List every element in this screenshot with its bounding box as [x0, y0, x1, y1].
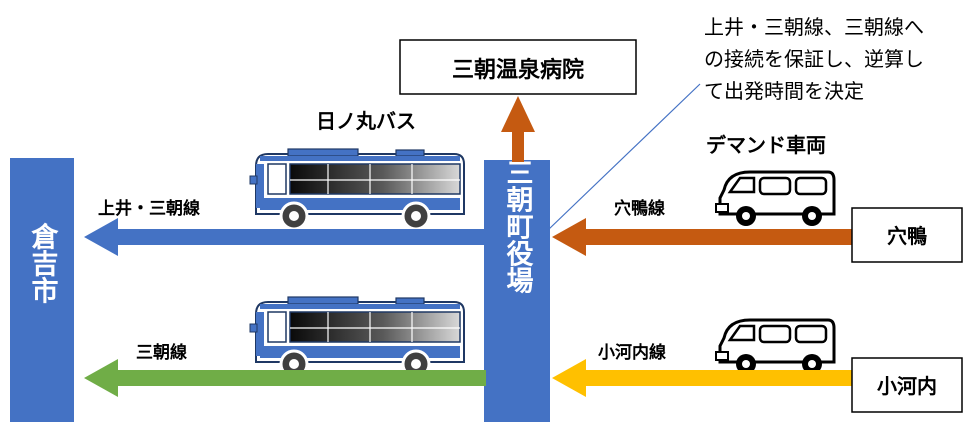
bus-icon — [248, 147, 466, 231]
misasa-label: 三朝線 — [136, 342, 187, 363]
anakamo-arrow — [552, 218, 852, 256]
van-icon — [714, 318, 836, 376]
ogouchi-arrow — [552, 359, 852, 397]
van-icon — [714, 170, 836, 228]
kamii-misasa-label: 上井・三朝線 — [98, 198, 200, 219]
anakamo-line-label: 穴鴨線 — [614, 198, 665, 219]
demand-label: デマンド車両 — [706, 133, 826, 157]
bus-icon — [248, 295, 466, 379]
ogouchi-label: 小河内 — [877, 374, 937, 398]
callout-line-1: 上井・三朝線、三朝線へ — [704, 15, 924, 39]
anakamo-label: 穴鴨 — [887, 224, 927, 248]
anakamo-node: 穴鴨 — [851, 207, 963, 263]
hospital-node: 三朝温泉病院 — [399, 39, 637, 95]
ogouchi-node: 小河内 — [851, 357, 963, 413]
callout-leader-line — [547, 83, 701, 231]
town-office-node: 三朝町役場 — [484, 159, 550, 422]
callout: 上井・三朝線、三朝線へ の接続を保証し、逆算し て出発時間を決定 — [547, 15, 924, 231]
kurayoshi-label: 倉吉市 — [27, 221, 60, 303]
hospital-label: 三朝温泉病院 — [452, 57, 584, 83]
misasa-arrow — [84, 359, 486, 397]
hinomaru-label: 日ノ丸バス — [316, 109, 416, 133]
callout-line-3: て出発時間を決定 — [704, 79, 864, 103]
kurayoshi-node: 倉吉市 — [10, 158, 74, 422]
town-office-label: 三朝町役場 — [502, 159, 534, 294]
kamii-misasa-arrow — [84, 218, 486, 256]
callout-line-2: の接続を保証し、逆算し — [704, 47, 924, 71]
hospital-arrow — [501, 96, 535, 162]
ogouchi-line-label: 小河内線 — [598, 342, 666, 363]
